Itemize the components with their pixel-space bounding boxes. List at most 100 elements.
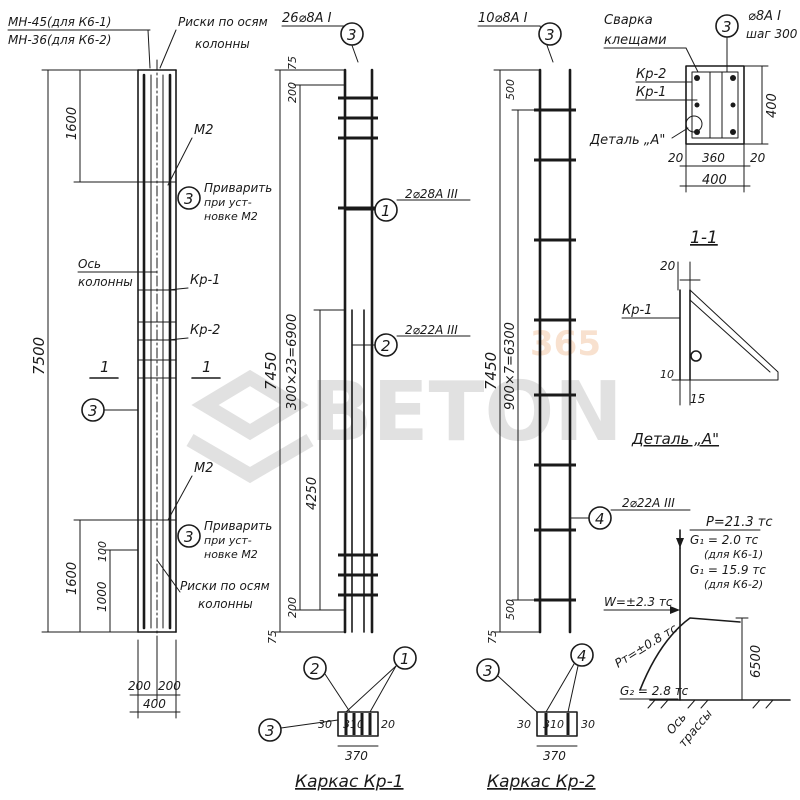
load-p: P=21.3 тс xyxy=(706,515,773,530)
kr2-sec-bubble-4: 4 xyxy=(545,643,594,713)
kr1-sec-20: 20 xyxy=(381,718,395,731)
svg-text:3: 3 xyxy=(184,528,194,546)
column-dim-100: 100 xyxy=(96,541,109,562)
kr2-title: Каркас Кр-2 xyxy=(487,772,596,792)
kr2-dim-500-bottom: 500 xyxy=(504,599,517,620)
bubble-3-weld-bottom: 3 xyxy=(177,524,201,548)
weld-note-top-2: при уст- xyxy=(204,196,252,209)
kr1-bubble-1: 1 xyxy=(344,198,471,222)
axis-marks-bottom-label-1: Риски по осям xyxy=(180,579,270,593)
detail-a-title: Деталь „А" xyxy=(631,430,719,448)
weld-note-bottom-1: Приварить xyxy=(204,519,272,533)
kr1-dim-spacing: 300×23=6900 xyxy=(285,314,300,410)
section-kr1-label: Кр-1 xyxy=(622,303,652,318)
column-dim-total: 7500 xyxy=(30,337,48,375)
section-dim-20: 20 xyxy=(660,259,676,273)
column-cross-section: Сварка клещами 3 ⌀8А I шаг 300 Кр-2 Кр-1… xyxy=(589,9,798,193)
load-g1-note: (для К6-1) xyxy=(704,548,763,561)
cs-dim-20-right: 20 xyxy=(750,151,766,165)
kr2-dim-75: 75 xyxy=(486,630,499,644)
axis-marks-top-label-2: колонны xyxy=(195,37,250,51)
weld-note-top-3: новке М2 xyxy=(204,210,258,223)
kr2-sec-30-right: 30 xyxy=(581,718,595,731)
kr2-bubble-4: 4 xyxy=(569,506,691,530)
svg-text:4: 4 xyxy=(595,510,605,528)
column-dim-1600-bottom: 1600 xyxy=(65,562,80,595)
cs-kr1-label: Кр-1 xyxy=(636,85,666,100)
section-dim-10: 10 xyxy=(660,368,674,381)
kr2-dim-spacing: 900×7=6300 xyxy=(503,322,518,410)
kr2-bubble-3: 3 xyxy=(538,22,562,46)
kr2-bar-4-label: 2⌀22А III xyxy=(622,496,675,510)
column-mark-label-1: МН-45(для К6-1) xyxy=(8,15,111,29)
column-axis-label-1: Ось xyxy=(78,257,101,271)
kr1-title: Каркас Кр-1 xyxy=(295,772,404,792)
load-g1b-note: (для К6-2) xyxy=(704,578,763,591)
svg-text:2: 2 xyxy=(381,337,391,355)
kr1-dim-total: 7450 xyxy=(262,352,280,390)
kr1-bubble-2: 2 xyxy=(351,333,471,357)
kr1-dim-200-bottom: 200 xyxy=(286,597,299,618)
load-w: W=±2.3 тс xyxy=(604,595,673,609)
column-dim-200-left: 200 xyxy=(128,679,151,693)
kr1-sec-bubble-2: 2 xyxy=(303,656,351,713)
svg-text:3: 3 xyxy=(483,662,493,680)
watermark-number: 365 xyxy=(530,324,601,364)
kr1-dim-200-top: 200 xyxy=(286,82,299,103)
kr1-bar-1-label: 2⌀28А III xyxy=(405,187,458,201)
kr1-top-bars: 26⌀8А I xyxy=(282,11,332,26)
cs-detail-a-label: Деталь „А" xyxy=(589,133,665,148)
kr1-sec-310: 310 xyxy=(343,718,364,731)
section-mark-left: 1 xyxy=(100,358,110,376)
column-m2-bottom-label: М2 xyxy=(194,461,214,476)
cs-dim-400-side: 400 xyxy=(765,93,780,118)
section-mark-right: 1 xyxy=(202,358,212,376)
column-kr2-label: Кр-2 xyxy=(190,323,220,338)
kr1-dim-75-bottom: 75 xyxy=(266,630,279,644)
kr1-sec-bubble-3: 3 xyxy=(258,718,339,742)
column-axis-label-2: колонны xyxy=(78,275,133,289)
svg-text:4: 4 xyxy=(577,647,587,665)
kr2-sec-310: 310 xyxy=(543,718,564,731)
svg-text:3: 3 xyxy=(265,722,275,740)
bubble-3-weld-top: 3 xyxy=(177,186,201,210)
cs-dim-20-left: 20 xyxy=(668,151,684,165)
weld-note-top-1: Приварить xyxy=(204,181,272,195)
kr2-dim-total: 7450 xyxy=(482,352,500,390)
cs-kr2-label: Кр-2 xyxy=(636,67,666,82)
column-kr1-label: Кр-1 xyxy=(190,273,220,288)
bubble-3-column: 3 xyxy=(81,398,139,422)
kr1-sec-370: 370 xyxy=(345,749,368,763)
weld-note-bottom-2: при уст- xyxy=(204,534,252,547)
svg-text:3: 3 xyxy=(347,26,357,44)
kr1-bar-2-label: 2⌀22А III xyxy=(405,323,458,337)
kr2-sec-bubble-3: 3 xyxy=(476,658,538,713)
watermark-logo-icon xyxy=(186,369,314,484)
cs-dim-400-bottom: 400 xyxy=(702,173,727,188)
weld-note-bottom-3: новке М2 xyxy=(204,548,258,561)
svg-text:1: 1 xyxy=(400,650,410,668)
section-dim-15: 15 xyxy=(690,392,705,406)
kr1-sec-bubble-1: 1 xyxy=(345,646,417,713)
load-g2: G₂ = 2.8 тс xyxy=(620,684,689,698)
kr2-sec-370: 370 xyxy=(543,749,566,763)
column-dim-200-right: 200 xyxy=(158,679,181,693)
svg-text:3: 3 xyxy=(88,402,98,420)
load-scheme: P=21.3 тс G₁ = 2.0 тс (для К6-1) G₁ = 15… xyxy=(603,515,791,750)
svg-text:3: 3 xyxy=(545,26,555,44)
cs-weld-label-1: Сварка xyxy=(604,13,653,28)
column-dim-1600-top: 1600 xyxy=(65,107,80,140)
cage-kr2: 10⌀8А I 3 7450 900×7=6300 500 500 75 4 2… xyxy=(476,11,691,792)
load-height: 6500 xyxy=(749,645,764,678)
cs-dim-360: 360 xyxy=(702,151,725,165)
column-mark-label-2: МН-36(для К6-2) xyxy=(8,33,111,47)
kr1-dim-4250: 4250 xyxy=(305,477,320,510)
watermark: BETON 365 xyxy=(186,324,623,484)
kr1-dim-75-top: 75 xyxy=(286,56,299,70)
cs-bubble-3: 3 xyxy=(715,14,739,73)
axis-marks-top-label-1: Риски по осям xyxy=(178,15,268,29)
kr2-sec-30-left: 30 xyxy=(517,718,531,731)
kr2-top-bars: 10⌀8А I xyxy=(478,11,528,26)
svg-text:1: 1 xyxy=(381,202,391,220)
